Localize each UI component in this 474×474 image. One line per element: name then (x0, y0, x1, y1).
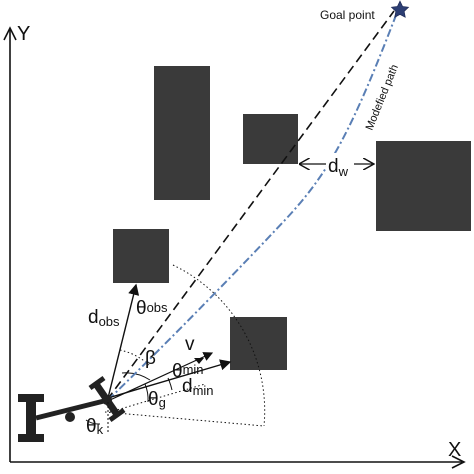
robot (18, 375, 126, 442)
sector-arc-inner (119, 349, 150, 366)
theta-g-main: θ (148, 389, 159, 410)
obstacle-middle (230, 317, 287, 370)
theta-k-sub: k (97, 422, 104, 437)
y-axis-arrow (3, 26, 17, 41)
rear-axle-cap-top (18, 394, 44, 402)
joint-rear (65, 412, 75, 422)
d-obs-label: dobs (88, 307, 120, 329)
goal-point-label: Goal point (320, 8, 375, 22)
d-obs-sub: obs (99, 314, 120, 329)
modified-path-label: Modefied path (364, 63, 401, 132)
theta-k-label: θk (86, 416, 104, 437)
rear-axle (26, 396, 36, 440)
y-axis-label: Y (17, 23, 30, 45)
theta-obs-main: θ (136, 298, 147, 319)
robot-body (35, 397, 109, 421)
front-axle (93, 382, 121, 418)
d-obs-arrow (107, 283, 140, 399)
theta-g-label: θg (148, 389, 166, 410)
velocity-arrow (109, 352, 214, 401)
d-min-main: d (182, 376, 193, 397)
obstacles (113, 66, 471, 370)
theta-obs-label: θobs (136, 298, 168, 319)
d-obs-main: d (88, 307, 99, 328)
theta-min-label: θmin (172, 361, 204, 382)
d-w-sub: w (338, 164, 349, 179)
front-axle-cap-top (88, 375, 106, 391)
front-axle-cap-bottom (108, 407, 126, 423)
v-pointer-icon (194, 358, 204, 364)
d-w-dimension: dw (300, 153, 374, 179)
coordinate-axes: Y X (3, 23, 466, 469)
obstacle-right (376, 141, 471, 231)
obstacle-left (113, 229, 169, 283)
angle-arc-beta (121, 372, 151, 381)
theta-k-main: θ (86, 416, 97, 437)
v-label: v (185, 334, 195, 355)
angle-arc-theta-k (85, 419, 101, 425)
obstacle-tall (154, 66, 210, 200)
beta-label: β (145, 348, 156, 369)
obstacle-small-top (243, 114, 298, 164)
theta-min-main: θ (172, 361, 183, 382)
sector-edge-lower (104, 411, 265, 427)
rear-axle-cap-bottom (18, 434, 44, 442)
theta-obs-sub: obs (147, 300, 168, 315)
goal-star-icon (390, 0, 410, 18)
direct-line-to-goal (106, 10, 395, 401)
angle-arc-theta-min (167, 377, 173, 391)
d-min-label: dmin (182, 376, 214, 398)
theta-min-sub: min (183, 362, 204, 377)
d-min-sub: min (193, 383, 214, 398)
d-w-label-bg (326, 153, 354, 175)
x-axis-arrow (451, 455, 466, 469)
d-w-label: dw (328, 156, 349, 179)
d-w-main: d (328, 156, 339, 177)
goal-marker: Goal point (320, 0, 410, 22)
heading-reference-line (109, 383, 206, 413)
modified-path-curve (107, 9, 399, 401)
theta-g-sub: g (159, 395, 166, 410)
sensor-sector (104, 264, 266, 427)
x-axis-label: X (448, 439, 461, 461)
